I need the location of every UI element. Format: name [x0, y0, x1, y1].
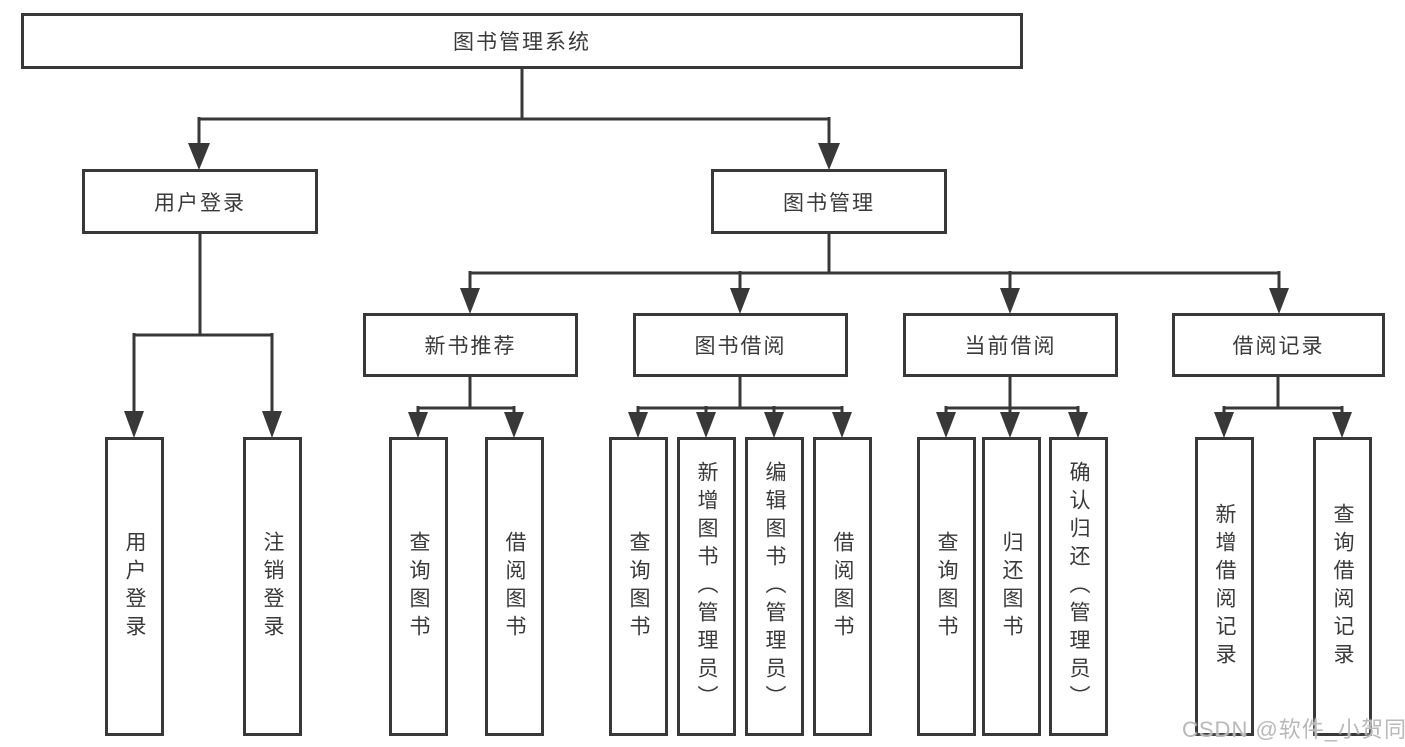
leaf-user-login: 用户登录 — [105, 437, 164, 736]
node-user-login: 用户登录 — [82, 169, 318, 234]
leaf-borrow-books: 借阅图书 — [813, 437, 872, 736]
leaf-edit-books-admin: 编辑图书（管理员） — [745, 437, 804, 736]
node-book-borrow: 图书借阅 — [633, 313, 848, 377]
node-system-root: 图书管理系统 — [21, 13, 1023, 69]
leaf-query-books-recommend: 查询图书 — [389, 437, 448, 736]
leaf-query-books-borrow: 查询图书 — [609, 437, 668, 736]
leaf-confirm-return-admin: 确认归还（管理员） — [1049, 437, 1108, 736]
node-new-book-recommend: 新书推荐 — [363, 313, 578, 377]
node-borrow-records: 借阅记录 — [1172, 313, 1385, 377]
node-current-borrow: 当前借阅 — [903, 313, 1118, 377]
leaf-query-books-current: 查询图书 — [917, 437, 976, 736]
csdn-watermark: CSDN @软件_小贺同学 — [1182, 717, 1405, 742]
leaf-borrow-books-recommend: 借阅图书 — [485, 437, 544, 736]
leaf-add-borrow-record: 新增借阅记录 — [1195, 437, 1254, 736]
node-book-management: 图书管理 — [711, 169, 947, 234]
leaf-add-books-admin: 新增图书（管理员） — [677, 437, 736, 736]
leaf-return-books: 归还图书 — [982, 437, 1041, 736]
leaf-query-borrow-record: 查询借阅记录 — [1313, 437, 1372, 736]
leaf-logout: 注销登录 — [243, 437, 302, 736]
arrowheads — [124, 143, 1352, 438]
